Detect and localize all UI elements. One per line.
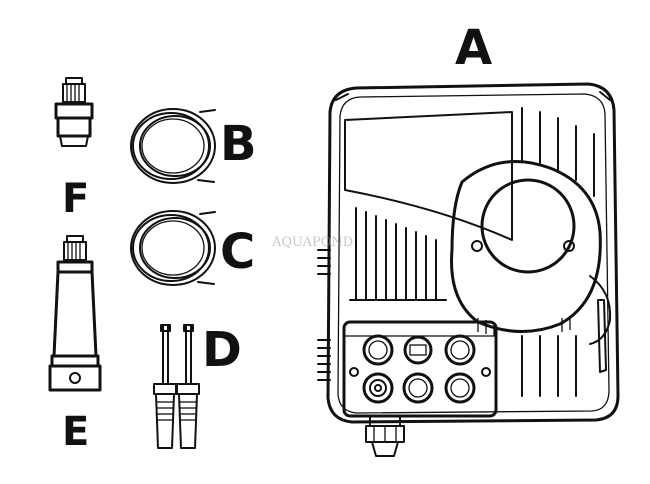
part-e-tube-connector xyxy=(48,235,102,392)
label-d: D xyxy=(202,322,242,378)
part-a-pump-body xyxy=(317,82,620,457)
watermark-text: AQUAPOND xyxy=(271,235,353,250)
part-d-screws-anchors xyxy=(153,324,200,449)
part-c-tube-coil xyxy=(130,210,216,286)
part-f-connector xyxy=(54,77,94,147)
label-a: A xyxy=(455,20,492,76)
label-e: E xyxy=(62,409,89,455)
part-b-tube-coil xyxy=(130,108,216,184)
label-f: F xyxy=(62,176,89,222)
label-c: C xyxy=(220,224,255,280)
label-b: B xyxy=(220,116,257,172)
